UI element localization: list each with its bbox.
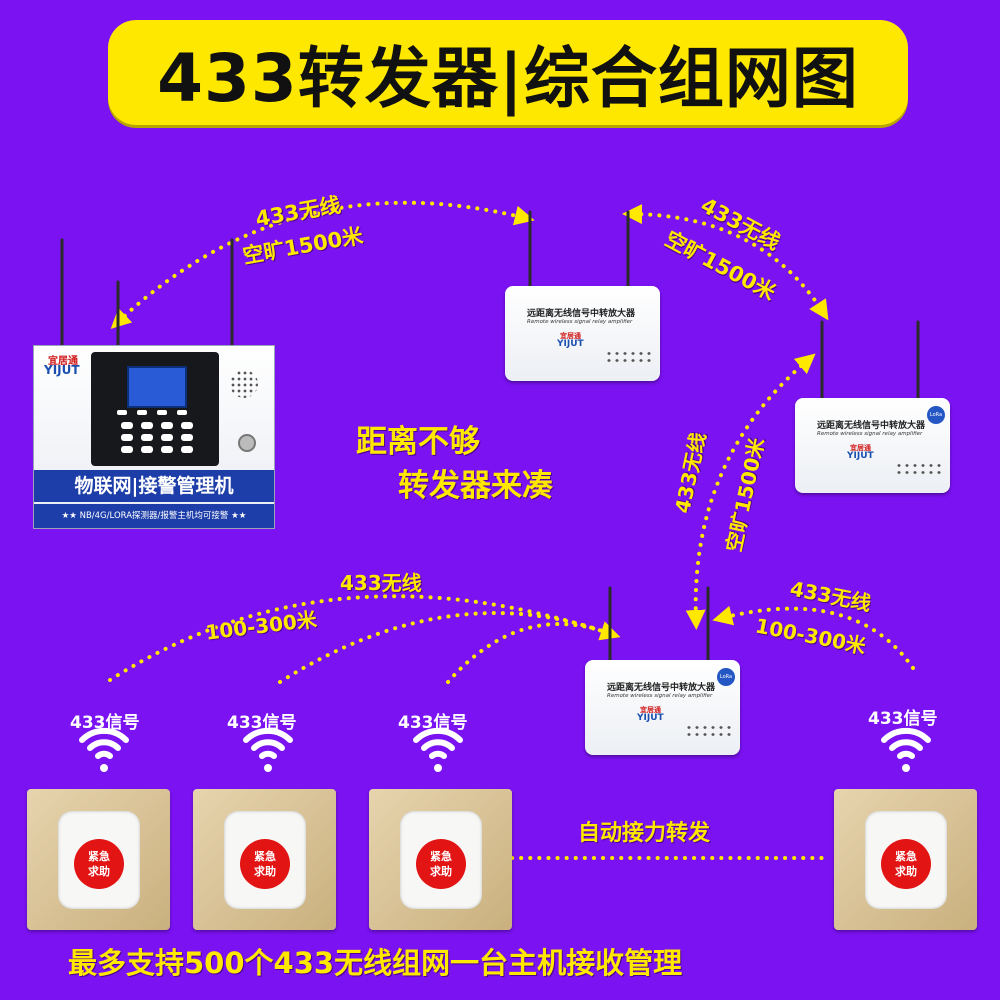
wifi-icon <box>79 727 129 772</box>
host-keypad-panel <box>91 352 219 466</box>
lora-badge-icon: LoRa <box>717 668 735 686</box>
lora-badge-icon: LoRa <box>927 406 945 424</box>
sos-label: 紧急 <box>895 850 917 863</box>
speaker-icon <box>230 370 258 398</box>
relay-title: 远距离无线信号中转放大器 <box>527 309 636 319</box>
host-title: 物联网|接警管理机 <box>34 470 274 502</box>
signal-label: 433信号 <box>70 713 140 733</box>
wifi-icon <box>881 727 931 772</box>
page-title: 433转发器|综合组网图 <box>157 39 859 117</box>
sos-label: 紧急 <box>88 850 110 863</box>
link-button2-relay3 <box>278 611 613 684</box>
button-face: 紧急 求助 <box>400 811 482 909</box>
signal-label: 433信号 <box>227 713 297 733</box>
button-face: 紧急 求助 <box>58 811 140 909</box>
emergency-button-4: 紧急 求助 <box>834 789 977 930</box>
relay-brand-cn: 宜居通 <box>560 332 581 340</box>
wifi-icon <box>413 727 463 772</box>
relay-brand-cn: 宜居通 <box>640 706 661 714</box>
relay-brand-logo: YIJUT <box>847 451 874 461</box>
host-subtitle: ★★ NB/4G/LORA探测器/报警主机均可接警 ★★ <box>34 504 274 528</box>
sos-button: 紧急 求助 <box>416 839 466 889</box>
alarm-host: 宜居通 YIJUT 物联网|接警管理机 ★★ NB/4G/LORA探测器/报警主… <box>33 345 275 529</box>
sos-label: 求助 <box>254 865 276 878</box>
indicator-leds <box>605 350 653 364</box>
button-face: 紧急 求助 <box>224 811 306 909</box>
relay-subtitle: Remote wireless signal relay amplifier <box>527 319 633 325</box>
sos-label: 求助 <box>88 865 110 878</box>
signal-label: 433信号 <box>398 713 468 733</box>
relay-title: 远距离无线信号中转放大器 <box>817 421 926 431</box>
indicator-leds <box>895 462 943 476</box>
link-label: 433无线 <box>340 571 422 595</box>
relay-amplifier-3: 远距离无线信号中转放大器 Remote wireless signal rela… <box>585 660 740 755</box>
link-host-relay1 <box>110 200 535 329</box>
sos-button: 紧急 求助 <box>881 839 931 889</box>
title-banner: 433转发器|综合组网图 <box>108 20 908 125</box>
host-brand-logo: YIJUT <box>44 363 80 377</box>
sos-label: 紧急 <box>430 850 452 863</box>
button-face: 紧急 求助 <box>865 811 947 909</box>
host-brand-cn: 宜居通 <box>48 356 78 367</box>
emergency-button-3: 紧急 求助 <box>369 789 512 930</box>
footer-note: 最多支持500个433无线组网一台主机接收管理 <box>68 946 683 980</box>
emergency-button-2: 紧急 求助 <box>193 789 336 930</box>
center-note-line2: 转发器来凑 <box>398 468 553 504</box>
indicator-leds <box>685 724 733 738</box>
relay-title: 远距离无线信号中转放大器 <box>607 683 716 693</box>
relay-amplifier-1: 远距离无线信号中转放大器 Remote wireless signal rela… <box>505 286 660 381</box>
relay-brand-logo: YIJUT <box>557 339 584 349</box>
link-relay2-relay3 <box>685 353 816 630</box>
link-button1-relay3 <box>108 594 621 682</box>
lock-icon <box>238 434 256 452</box>
relay-subtitle: Remote wireless signal relay amplifier <box>817 431 923 437</box>
relay-amplifier-2: 远距离无线信号中转放大器 Remote wireless signal rela… <box>795 398 950 493</box>
keypad-icon <box>117 410 193 453</box>
host-screen <box>127 366 187 408</box>
wifi-icon <box>243 727 293 772</box>
center-note-line1: 距离不够 <box>356 424 480 460</box>
signal-label: 433信号 <box>868 709 938 729</box>
relay-note: 自动接力转发 <box>578 821 711 846</box>
relay-subtitle: Remote wireless signal relay amplifier <box>607 693 713 699</box>
emergency-button-1: 紧急 求助 <box>27 789 170 930</box>
sos-button: 紧急 求助 <box>74 839 124 889</box>
sos-label: 求助 <box>895 865 917 878</box>
relay-brand-cn: 宜居通 <box>850 444 871 452</box>
sos-label: 紧急 <box>254 850 276 863</box>
sos-label: 求助 <box>430 865 452 878</box>
sos-button: 紧急 求助 <box>240 839 290 889</box>
relay-brand-logo: YIJUT <box>637 713 664 723</box>
